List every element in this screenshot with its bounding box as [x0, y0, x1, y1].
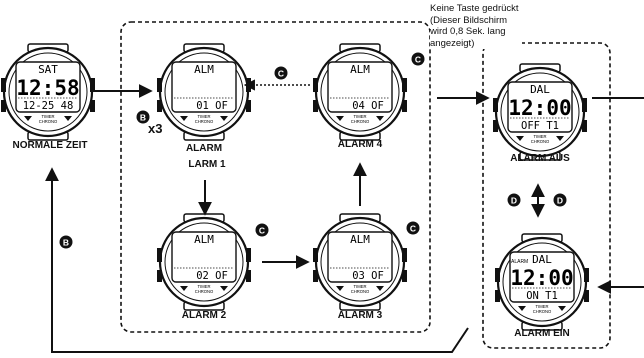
- display-top: ALM: [350, 233, 370, 246]
- label-alarm-aus: ALARM AUS: [510, 153, 570, 164]
- label-alarm: ALARM: [185, 143, 223, 154]
- alarm-flag: ALARM: [511, 259, 528, 265]
- mini-label-chrono: CHRONO: [531, 139, 550, 144]
- display-top: DAL: [532, 253, 552, 266]
- label-alarm-2: ALARM 2: [181, 310, 227, 321]
- display-time: 12:00: [508, 96, 571, 120]
- mini-label-timer: TIMER: [197, 284, 210, 289]
- display-bottom: OFF T1: [521, 120, 559, 132]
- mini-label-chrono: CHRONO: [533, 309, 552, 314]
- mini-label-timer: TIMER: [535, 304, 548, 309]
- svg-text:C: C: [415, 55, 421, 65]
- mini-label-timer: TIMER: [197, 114, 210, 119]
- display-time: 12:00: [510, 266, 573, 290]
- button-badge-d-left: D: [507, 193, 521, 207]
- button-badge-c-top: C: [274, 66, 288, 80]
- mini-label-chrono: CHRONO: [195, 119, 214, 124]
- daily-alarm-group-box: [482, 42, 611, 349]
- display-bottom: 02 OF: [196, 270, 228, 282]
- button-badge-c-alarm4: C: [411, 52, 425, 66]
- mini-label-timer: TIMER: [533, 134, 546, 139]
- display-top: DAL: [530, 83, 550, 96]
- button-badge-c-alarm3: C: [406, 221, 420, 235]
- mini-label-chrono: CHRONO: [351, 119, 370, 124]
- mini-label-chrono: CHRONO: [195, 289, 214, 294]
- mini-label-chrono: CHRONO: [39, 119, 58, 124]
- label-alarm-4: ALARM 4: [337, 139, 383, 150]
- svg-text:B: B: [63, 238, 69, 248]
- display-time: 12:58: [16, 76, 79, 100]
- display-top: SAT: [38, 63, 58, 76]
- mini-label-timer: TIMER: [353, 284, 366, 289]
- display-bottom: 01 OF: [196, 100, 228, 112]
- display-bottom: 03 OF: [352, 270, 384, 282]
- svg-text:D: D: [511, 196, 517, 206]
- label-alarm-3: ALARM 3: [337, 310, 383, 321]
- button-badge-b-return: B: [59, 235, 73, 249]
- svg-text:D: D: [557, 196, 563, 206]
- display-top: ALM: [350, 63, 370, 76]
- label-normale-zeit: NORMALE ZEIT: [12, 140, 88, 151]
- button-badge-d-right: D: [553, 193, 567, 207]
- label-alarm-ein: ALARM EIN: [514, 328, 570, 339]
- svg-text:C: C: [278, 69, 284, 79]
- display-bottom: 04 OF: [352, 100, 384, 112]
- button-badge-c-alarm2: C: [255, 223, 269, 237]
- alarm-group-box: [120, 21, 431, 333]
- display-bottom: 12-25 48: [23, 100, 74, 112]
- return-line-b: [45, 167, 469, 353]
- display-top: ALM: [194, 63, 214, 76]
- mini-label-timer: TIMER: [41, 114, 54, 119]
- mini-label-chrono: CHRONO: [351, 289, 370, 294]
- label-alarm-1: LARM 1: [188, 159, 226, 170]
- mini-label-timer: TIMER: [353, 114, 366, 119]
- button-badge-b-alarm: B: [136, 110, 150, 124]
- display-bottom: ON T1: [526, 290, 558, 302]
- display-top: ALM: [194, 233, 214, 246]
- svg-text:C: C: [410, 224, 416, 234]
- svg-text:B: B: [140, 113, 146, 123]
- timeout-note: Keine Taste gedrückt (Dieser Bildschirm …: [430, 3, 522, 49]
- press-count: x3: [148, 121, 163, 136]
- svg-text:C: C: [259, 226, 265, 236]
